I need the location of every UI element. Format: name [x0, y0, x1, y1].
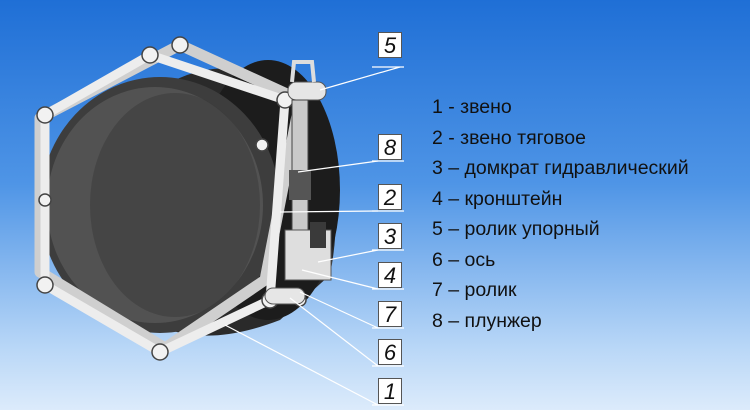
legend-item-1: 1 - звено: [432, 96, 512, 118]
jack-handle: [290, 60, 316, 83]
parts-legend: 1 - звено 2 - звено тяговое 3 – домкрат …: [432, 92, 689, 336]
legend-item-6: 6 – ось: [432, 248, 496, 271]
legend-item-3: 3 – домкрат гидравлический: [432, 157, 689, 179]
callout-5: 5: [378, 32, 402, 58]
legend-item-7: 7 – ролик: [432, 279, 517, 301]
callout-3: 3: [378, 223, 402, 249]
callout-4: 4: [378, 262, 402, 288]
legend-item-8: 8 – плунжер: [432, 309, 542, 332]
callout-6: 6: [378, 339, 402, 365]
jack-roller: [287, 81, 327, 101]
jack-pump: [310, 222, 326, 248]
jack-cylinder: [291, 99, 309, 231]
jack-plunger-body: [289, 170, 311, 200]
callout-7: 7: [378, 301, 402, 327]
callout-1: 1: [378, 378, 402, 404]
legend-item-2: 2 - звено тяговое: [432, 126, 586, 149]
legend-item-5: 5 – ролик упорный: [432, 218, 600, 240]
pipe-inner-shadow: [90, 93, 260, 317]
bottom-roller: [264, 287, 306, 305]
callout-2: 2: [378, 184, 402, 210]
legend-item-4: 4 – кронштейн: [432, 187, 563, 210]
callout-8: 8: [378, 134, 402, 160]
leader-lines: [224, 66, 404, 406]
